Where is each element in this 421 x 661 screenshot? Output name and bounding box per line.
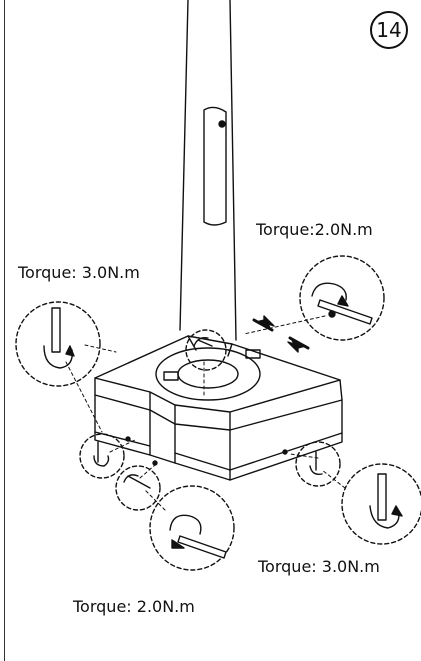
allen-wrench-icon-small — [93, 336, 323, 489]
pole-opening — [155, 347, 261, 401]
step-number: 14 — [376, 18, 402, 42]
torque-label-lower-right: Torque: 3.0N.m — [258, 557, 380, 576]
detail-circle-upper-right — [299, 255, 385, 341]
torque-label-upper-left: Torque: 3.0N.m — [18, 263, 140, 282]
detail-circle-center — [185, 329, 227, 371]
clip-right — [245, 349, 261, 359]
hex-key-tightening-icon-lower-right — [369, 473, 403, 529]
hex-key-tightening-icon-bottom — [169, 514, 227, 559]
torque-label-top-right: Torque:2.0N.m — [256, 220, 373, 239]
detail-circle-lower-right — [341, 463, 421, 545]
torque-label-bottom-left: Torque: 2.0N.m — [73, 597, 195, 616]
detail-circles — [15, 255, 421, 571]
detail-circle-small-bottom — [115, 465, 161, 511]
base-lower-block — [94, 394, 343, 481]
hex-key-tightening-icon-upper-left — [43, 307, 75, 369]
detail-circle-small-right — [295, 441, 341, 487]
page-frame-line — [4, 0, 5, 661]
leader-lines — [65, 315, 346, 511]
clip-left — [163, 371, 179, 381]
pole-slot — [203, 106, 227, 226]
detail-circle-upper-left — [15, 301, 101, 387]
detail-circle-bottom — [149, 485, 235, 571]
arrow-icon — [252, 315, 310, 353]
base-top-cap — [94, 335, 343, 431]
pole — [179, 0, 237, 341]
step-number-badge: 14 — [370, 11, 408, 49]
hex-key-tightening-icon-upper-right — [311, 282, 373, 325]
pole-screw — [218, 120, 226, 128]
detail-circle-small-left — [79, 433, 125, 479]
